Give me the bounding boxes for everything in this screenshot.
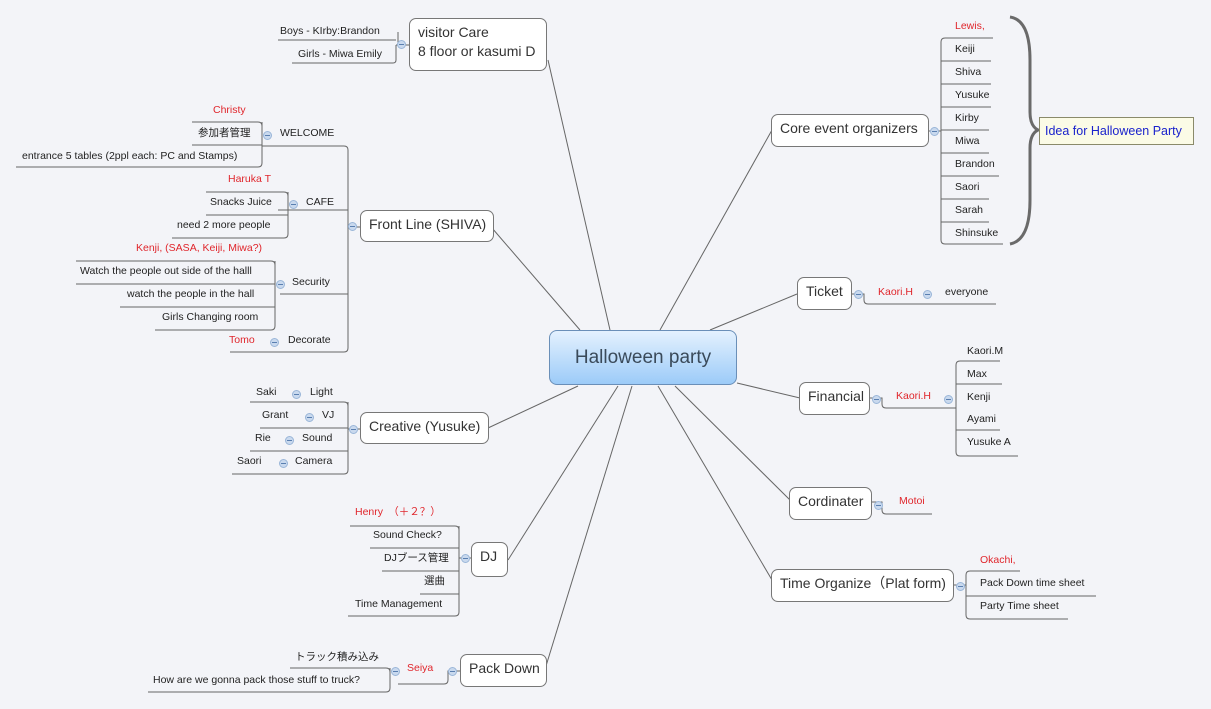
- collapse-toggle-icon[interactable]: [391, 667, 400, 676]
- collapse-toggle-icon[interactable]: [397, 40, 406, 49]
- topic-dj[interactable]: DJ: [471, 542, 508, 577]
- cafe-label[interactable]: CAFE: [306, 196, 335, 208]
- topic-ticket[interactable]: Ticket: [797, 277, 852, 310]
- dj-child-3[interactable]: 選曲: [424, 575, 445, 587]
- financial-member-1[interactable]: Kaori.M: [967, 345, 1004, 357]
- core-member-5[interactable]: Miwa: [955, 135, 980, 147]
- security-child-2[interactable]: watch the people in the hall: [127, 288, 255, 300]
- creative-role-4[interactable]: Camera: [295, 455, 333, 467]
- collapse-toggle-icon[interactable]: [292, 390, 301, 399]
- security-label[interactable]: Security: [292, 276, 330, 288]
- visitor-care-boys[interactable]: Boys - KIrby:Brandon: [280, 25, 380, 37]
- time-organize-lead[interactable]: Okachi,: [980, 554, 1016, 566]
- topic-creative[interactable]: Creative (Yusuke): [360, 412, 489, 444]
- note-idea[interactable]: Idea for Halloween Party: [1039, 117, 1194, 145]
- collapse-toggle-icon[interactable]: [448, 667, 457, 676]
- core-member-9[interactable]: Shinsuke: [955, 227, 999, 239]
- welcome-child-2[interactable]: entrance 5 tables (2ppl each: PC and Sta…: [22, 150, 238, 162]
- financial-member-2[interactable]: Max: [967, 368, 987, 380]
- ticket-child[interactable]: everyone: [945, 286, 989, 298]
- topic-core-organizers[interactable]: Core event organizers: [771, 114, 929, 147]
- topic-coordinator[interactable]: Cordinater: [789, 487, 872, 520]
- visitor-care-line1: visitor Care: [418, 24, 489, 40]
- financial-member-4[interactable]: Ayami: [967, 413, 996, 425]
- cafe-child-1[interactable]: Snacks Juice: [210, 196, 272, 208]
- collapse-toggle-icon[interactable]: [923, 290, 932, 299]
- pack-down-lead[interactable]: Seiya: [407, 662, 434, 674]
- core-member-2[interactable]: Shiva: [955, 66, 982, 78]
- creative-person-4[interactable]: Saori: [237, 455, 262, 467]
- time-organize-child-2[interactable]: Party Time sheet: [980, 600, 1059, 612]
- security-lead[interactable]: Kenji, (SASA, Keiji, Miwa?): [136, 242, 263, 254]
- collapse-toggle-icon[interactable]: [854, 290, 863, 299]
- financial-member-5[interactable]: Yusuke A: [967, 436, 1011, 448]
- collapse-toggle-icon[interactable]: [289, 200, 298, 209]
- collapse-toggle-icon[interactable]: [348, 222, 357, 231]
- collapse-toggle-icon[interactable]: [276, 280, 285, 289]
- dj-child-2[interactable]: DJブース管理: [384, 552, 449, 564]
- collapse-toggle-icon[interactable]: [270, 338, 279, 347]
- welcome-label[interactable]: WELCOME: [280, 127, 335, 139]
- decorate-label[interactable]: Decorate: [288, 334, 331, 346]
- topic-front-line[interactable]: Front Line (SHIVA): [360, 210, 494, 242]
- pack-down-child-2[interactable]: How are we gonna pack those stuff to tru…: [153, 674, 361, 686]
- dj-child-4[interactable]: Time Management: [355, 598, 443, 610]
- collapse-toggle-icon[interactable]: [944, 395, 953, 404]
- core-member-1[interactable]: Keiji: [955, 43, 975, 55]
- core-member-8[interactable]: Sarah: [955, 204, 984, 216]
- dj-child-1[interactable]: Sound Check?: [373, 529, 442, 541]
- time-organize-child-1[interactable]: Pack Down time sheet: [980, 577, 1085, 589]
- collapse-toggle-icon[interactable]: [956, 582, 965, 591]
- cafe-lead[interactable]: Haruka T: [228, 173, 271, 185]
- dj-lead[interactable]: Henry （＋２？）: [355, 506, 441, 518]
- financial-member-3[interactable]: Kenji: [967, 391, 991, 403]
- core-member-7[interactable]: Saori: [955, 181, 980, 193]
- welcome-lead[interactable]: Christy: [213, 104, 246, 116]
- topic-pack-down[interactable]: Pack Down: [460, 654, 547, 687]
- ticket-lead[interactable]: Kaori.H: [878, 286, 914, 298]
- visitor-care-girls[interactable]: Girls - Miwa Emily: [298, 48, 382, 60]
- collapse-toggle-icon[interactable]: [305, 413, 314, 422]
- cafe-child-2[interactable]: need 2 more people: [177, 219, 271, 231]
- coordinator-lead[interactable]: Motoi: [899, 495, 925, 507]
- collapse-toggle-icon[interactable]: [874, 501, 883, 510]
- security-child-3[interactable]: Girls Changing room: [162, 311, 259, 323]
- collapse-toggle-icon[interactable]: [349, 425, 358, 434]
- creative-person-3[interactable]: Rie: [255, 432, 271, 444]
- visitor-care-line2: 8 floor or kasumi D: [418, 43, 536, 59]
- creative-person-2[interactable]: Grant: [262, 409, 289, 421]
- collapse-toggle-icon[interactable]: [263, 131, 272, 140]
- collapse-toggle-icon[interactable]: [461, 554, 470, 563]
- collapse-toggle-icon[interactable]: [930, 127, 939, 136]
- topic-visitor-care[interactable]: visitor Care 8 floor or kasumi D: [409, 18, 547, 71]
- central-topic[interactable]: Halloween party: [549, 330, 737, 385]
- decorate-lead[interactable]: Tomo: [229, 334, 255, 346]
- core-member-4[interactable]: Kirby: [955, 112, 979, 124]
- core-member-3[interactable]: Yusuke: [955, 89, 990, 101]
- creative-role-3[interactable]: Sound: [302, 432, 333, 444]
- pack-down-child-1[interactable]: トラック積み込み: [295, 651, 379, 663]
- topic-financial[interactable]: Financial: [799, 382, 870, 415]
- welcome-child-1[interactable]: 参加者管理: [198, 127, 251, 139]
- creative-role-1[interactable]: Light: [310, 386, 333, 398]
- creative-role-2[interactable]: VJ: [322, 409, 335, 421]
- collapse-toggle-icon[interactable]: [872, 395, 881, 404]
- core-lead[interactable]: Lewis,: [955, 20, 985, 32]
- creative-person-1[interactable]: Saki: [256, 386, 277, 398]
- security-child-1[interactable]: Watch the people out side of the halll: [80, 265, 252, 277]
- financial-lead[interactable]: Kaori.H: [896, 390, 932, 402]
- core-member-6[interactable]: Brandon: [955, 158, 995, 170]
- collapse-toggle-icon[interactable]: [285, 436, 294, 445]
- topic-time-organize[interactable]: Time Organize（Plat form): [771, 569, 954, 602]
- collapse-toggle-icon[interactable]: [279, 459, 288, 468]
